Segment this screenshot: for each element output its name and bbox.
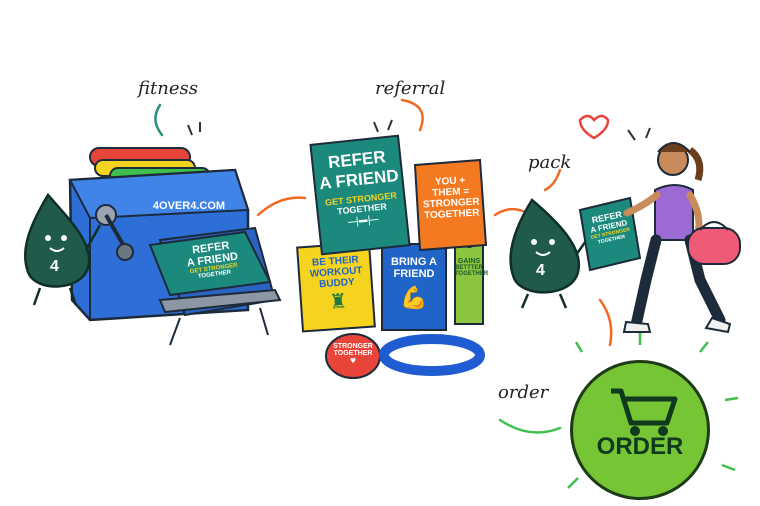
arrow-referral — [400, 98, 424, 132]
flexed-arm-icon: 💪 — [400, 286, 428, 311]
card-bring-friend: BRING A FRIEND 💪 — [384, 256, 444, 311]
heart-small-icon: ♥ — [349, 357, 357, 365]
order-sparks — [567, 333, 739, 489]
card-refer: REFER A FRIEND GET STRONGER TOGETHER ⊣━⊢ — [316, 146, 404, 234]
cart-icon — [611, 388, 678, 436]
card-bring-bg — [381, 243, 447, 331]
shoe-right — [704, 316, 732, 334]
held-card-bg — [578, 196, 642, 272]
arrow-order-label — [498, 418, 562, 434]
mascot-left-digit: 4 — [50, 258, 59, 275]
printer — [68, 147, 282, 346]
wristband: INVITE. WORKOUT. WIN. — [398, 354, 470, 360]
spark-lines — [187, 119, 651, 141]
kettlebell-icon: ♜ — [328, 288, 348, 314]
wristband-bg — [379, 334, 485, 376]
label-pack: pack — [528, 152, 572, 173]
mascot-right-digit: 4 — [536, 262, 545, 279]
mascot-left — [24, 192, 102, 306]
arrow-to-order — [598, 298, 613, 347]
heart-icon — [578, 114, 610, 140]
order-button-label: ORDER — [596, 433, 684, 460]
woman-figure — [622, 142, 741, 334]
label-order: order — [498, 382, 549, 403]
gym-bag-icon — [687, 227, 741, 265]
arrow-cards-to-pack — [493, 207, 527, 217]
card-refer-bg — [309, 134, 411, 256]
card-you-them: YOU + THEM = STRONGER TOGETHER — [422, 175, 480, 222]
order-button[interactable]: ORDER — [570, 360, 710, 500]
arrow-fitness — [154, 103, 164, 137]
sticker: STRONGER TOGETHER ♥ — [328, 343, 378, 365]
printer-brand: 4OVER4.COM — [152, 200, 226, 212]
printed-sheet — [148, 230, 272, 297]
arrow-pack — [543, 168, 562, 192]
card-workout: BE THEIR WORKOUT BUDDY ♜ — [302, 254, 372, 315]
label-fitness: fitness — [138, 78, 198, 99]
arrow-printer-to-cards — [256, 196, 307, 217]
arrows — [154, 98, 613, 434]
door-hanger: GAINS BETTTER TOGETHER — [455, 258, 489, 277]
mascot-right — [509, 198, 590, 309]
label-referral: referral — [375, 78, 446, 99]
folded-card-bg — [413, 158, 488, 252]
shoe-left — [622, 320, 652, 333]
